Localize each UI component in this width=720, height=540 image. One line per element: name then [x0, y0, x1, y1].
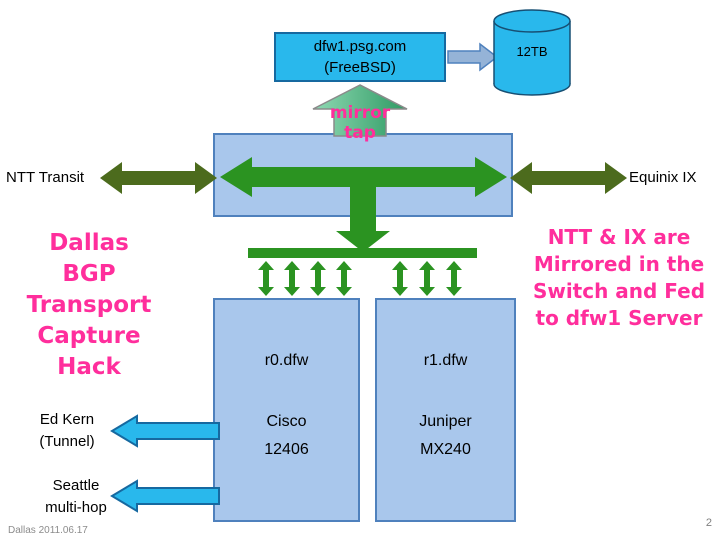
router-r1-box: r1.dfw Juniper MX240 — [375, 298, 516, 522]
server-label-line2: (FreeBSD) — [324, 59, 396, 76]
seattle-line1: Seattle — [52, 477, 100, 494]
footer-date: Dallas 2011.06.17 — [8, 525, 88, 536]
right-note: NTT & IX are Mirrored in the Switch and … — [520, 224, 718, 332]
router-r0-box: r0.dfw Cisco 12406 — [213, 298, 360, 522]
uplink-arrow — [446, 261, 462, 296]
router-r0-vendor: Cisco — [266, 413, 307, 430]
router-r1-vendor: Juniper — [419, 413, 472, 430]
right-note-line: to dfw1 Server — [535, 306, 703, 330]
router-r0-name: r0.dfw — [264, 352, 309, 369]
page-number: 2 — [705, 517, 712, 529]
ed-kern-label: Ed Kern (Tunnel) — [16, 409, 118, 453]
router-r0-detail: Cisco 12406 — [215, 408, 358, 464]
bus-bar — [248, 248, 477, 258]
left-note: Dallas BGP Transport Capture Hack — [8, 228, 170, 383]
mirror-tap-line1: mirror — [329, 103, 391, 123]
right-note-line: NTT & IX are — [547, 225, 691, 249]
storage-capacity-label: 12TB — [516, 44, 548, 59]
uplink-arrow — [258, 261, 274, 296]
left-note-line: Capture — [37, 323, 141, 349]
equinix-ix-arrow — [510, 162, 627, 194]
router-r1-detail: Juniper MX240 — [377, 408, 514, 464]
router-r0-model: 12406 — [264, 441, 309, 458]
seattle-multihop-arrow — [110, 479, 220, 513]
left-note-line: Hack — [57, 354, 121, 380]
ntt-transit-arrow — [100, 162, 217, 194]
uplink-arrow — [284, 261, 300, 296]
server-to-storage-arrow — [447, 42, 499, 72]
ed-kern-tunnel-arrow — [110, 414, 220, 448]
mirror-tap-line2: tap — [344, 123, 376, 143]
mirror-tap-label: mirror tap — [315, 103, 405, 143]
right-note-line: Switch and Fed — [532, 279, 706, 303]
seattle-label: Seattle multi-hop — [25, 475, 127, 519]
dfw1-server-box: dfw1.psg.com (FreeBSD) — [274, 32, 446, 82]
ed-kern-line1: Ed Kern — [39, 411, 95, 428]
uplink-arrow — [310, 261, 326, 296]
router-r1-model: MX240 — [420, 441, 471, 458]
uplink-arrow — [419, 261, 435, 296]
server-label-line1: dfw1.psg.com — [313, 38, 407, 55]
left-note-line: Transport — [26, 292, 152, 318]
router-uplink-arrows — [258, 261, 462, 296]
uplink-arrow — [392, 261, 408, 296]
ntt-transit-label: NTT Transit — [6, 169, 85, 186]
router-r1-name: r1.dfw — [423, 352, 468, 369]
left-note-line: BGP — [62, 261, 116, 287]
right-note-line: Mirrored in the — [533, 252, 705, 276]
equinix-ix-label: Equinix IX — [629, 169, 697, 186]
ed-kern-line2: (Tunnel) — [39, 433, 95, 450]
switch-box — [213, 133, 513, 217]
left-note-line: Dallas — [49, 230, 129, 256]
uplink-arrow — [336, 261, 352, 296]
seattle-line2: multi-hop — [45, 499, 107, 516]
